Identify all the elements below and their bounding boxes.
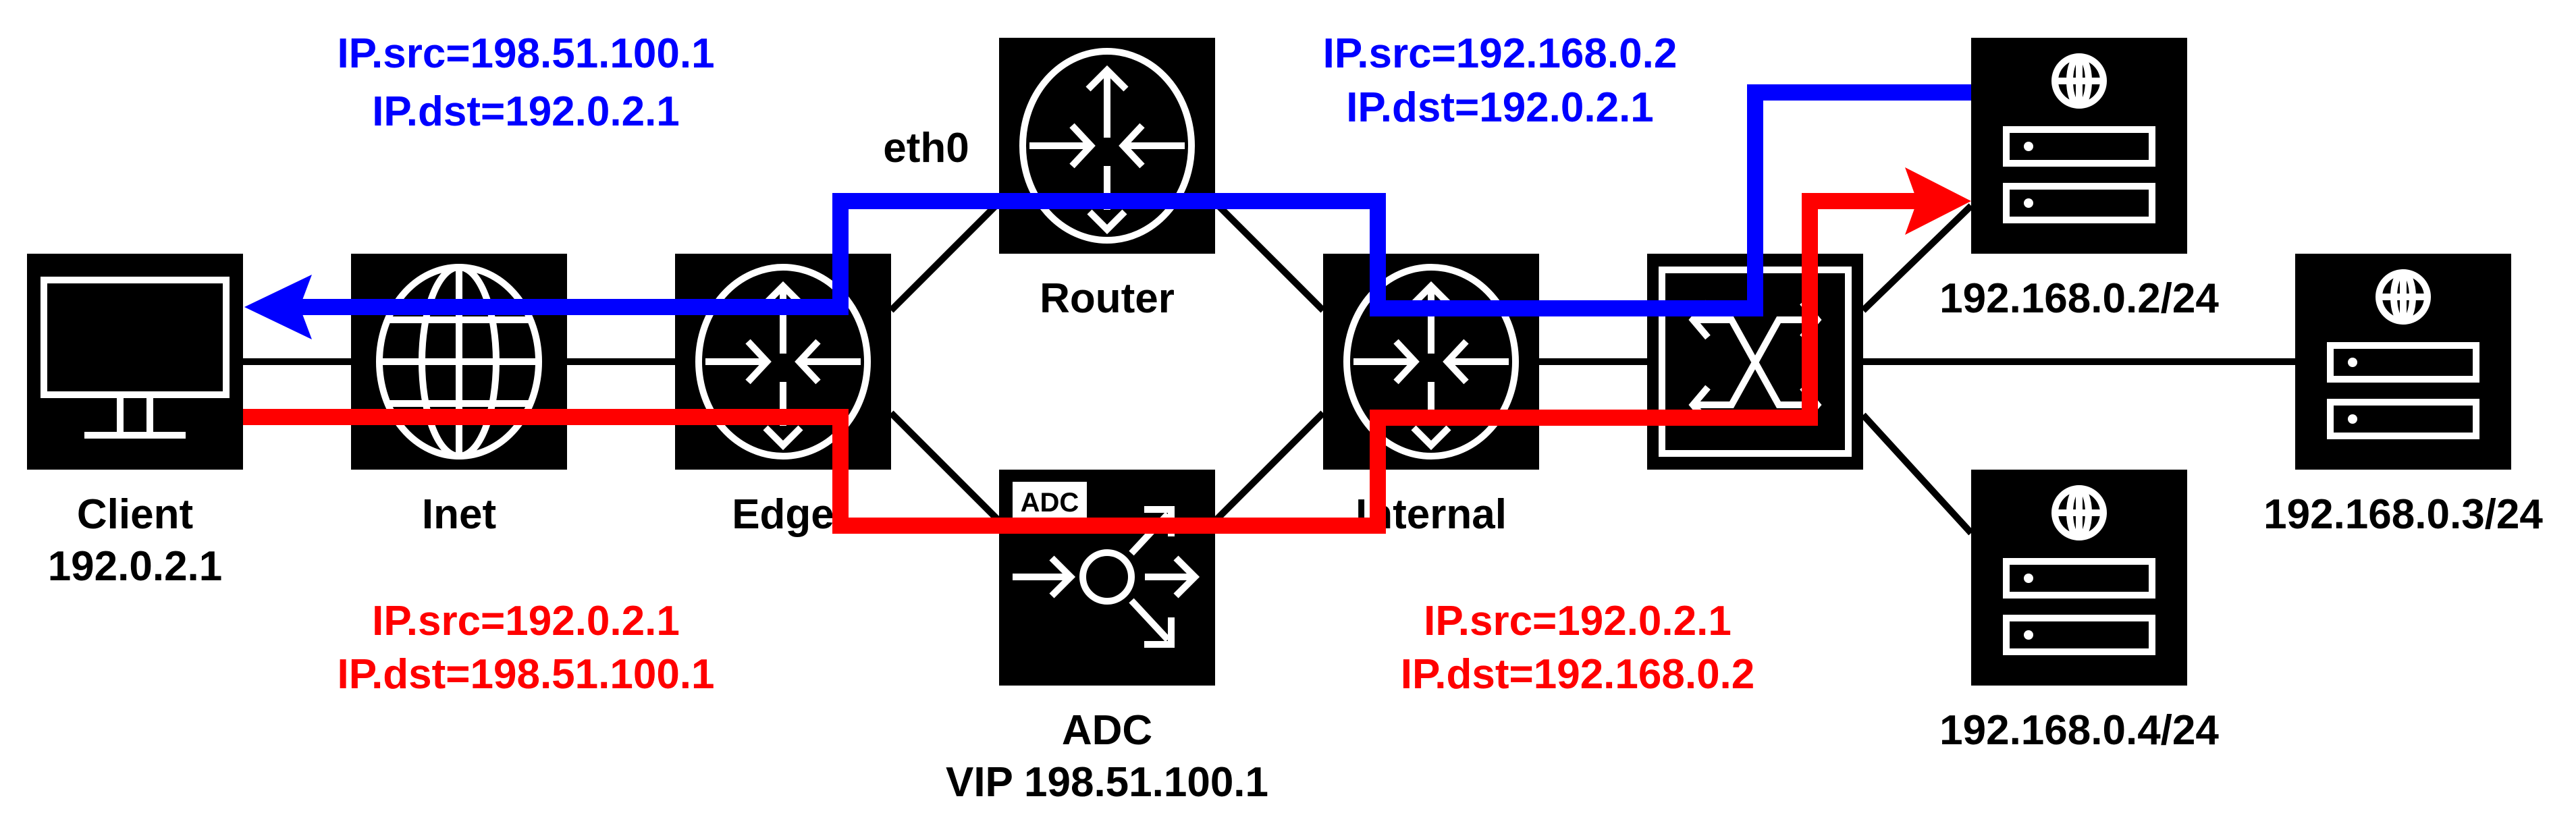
server1-ip: 192.168.0.2/24 xyxy=(1939,275,2219,322)
annotation-return-inner: IP.src=192.168.0.2 IP.dst=192.0.2.1 xyxy=(1323,30,1678,131)
node-inet[interactable]: Inet xyxy=(351,254,567,538)
node-server-192-168-0-4[interactable]: 192.168.0.4/24 xyxy=(1939,470,2219,754)
client-ip: 192.0.2.1 xyxy=(48,543,223,590)
link-edge-adc xyxy=(888,410,1002,524)
return-arrowhead-icon xyxy=(244,275,312,339)
node-internal[interactable]: Internal xyxy=(1323,254,1539,538)
link-switch-server1 xyxy=(1860,203,1974,313)
node-client[interactable]: Client 192.0.2.1 xyxy=(27,254,243,590)
svg-text:IP.dst=192.0.2.1: IP.dst=192.0.2.1 xyxy=(372,88,680,135)
request-arrowhead-icon xyxy=(1905,167,1971,235)
globe-icon xyxy=(376,264,542,460)
svg-text:IP.dst=192.0.2.1: IP.dst=192.0.2.1 xyxy=(1346,84,1654,131)
request-path xyxy=(243,167,1971,534)
svg-text:IP.dst=198.51.100.1: IP.dst=198.51.100.1 xyxy=(337,651,714,698)
svg-text:IP.src=198.51.100.1: IP.src=198.51.100.1 xyxy=(337,30,714,77)
return-path xyxy=(244,84,1971,339)
node-router[interactable]: Router eth0 xyxy=(883,38,1215,322)
adc-label: ADC xyxy=(1062,707,1152,754)
load-balancer-icon xyxy=(1013,506,1200,648)
annotation-request-outer: IP.src=192.0.2.1 IP.dst=198.51.100.1 xyxy=(337,598,714,698)
link-edge-router xyxy=(888,200,1002,313)
server3-ip: 192.168.0.4/24 xyxy=(1939,707,2219,754)
inet-label: Inet xyxy=(422,491,496,538)
svg-text:IP.src=192.168.0.2: IP.src=192.168.0.2 xyxy=(1323,30,1678,77)
node-server-192-168-0-2[interactable]: 192.168.0.2/24 xyxy=(1939,38,2219,322)
link-switch-server3 xyxy=(1860,412,1974,536)
monitor-icon xyxy=(41,277,230,439)
server2-ip: 192.168.0.3/24 xyxy=(2263,491,2543,538)
svg-text:IP.dst=192.168.0.2: IP.dst=192.168.0.2 xyxy=(1401,651,1755,698)
link-adc-internal xyxy=(1212,410,1326,524)
request-path-line xyxy=(243,193,1931,534)
link-router-internal xyxy=(1212,200,1326,313)
svg-text:ADC: ADC xyxy=(1021,488,1079,518)
return-path-line xyxy=(290,84,1971,316)
router-interface-label: eth0 xyxy=(883,125,969,171)
node-adc[interactable]: ADC ADC VIP 198.51.100.1 xyxy=(946,470,1268,806)
router-label: Router xyxy=(1040,275,1175,322)
client-label: Client xyxy=(77,491,193,538)
adc-vip: VIP 198.51.100.1 xyxy=(946,759,1268,806)
node-server-192-168-0-3[interactable]: 192.168.0.3/24 xyxy=(2263,254,2543,538)
links xyxy=(243,200,2295,536)
node-edge[interactable]: Edge xyxy=(675,254,891,538)
edge-label: Edge xyxy=(732,491,834,538)
annotation-return-outer: IP.src=198.51.100.1 IP.dst=192.0.2.1 xyxy=(337,30,714,135)
adc-badge: ADC xyxy=(1013,482,1087,520)
annotation-request-inner: IP.src=192.0.2.1 IP.dst=192.168.0.2 xyxy=(1401,598,1755,698)
svg-text:IP.src=192.0.2.1: IP.src=192.0.2.1 xyxy=(372,598,680,644)
svg-text:IP.src=192.0.2.1: IP.src=192.0.2.1 xyxy=(1424,598,1732,644)
